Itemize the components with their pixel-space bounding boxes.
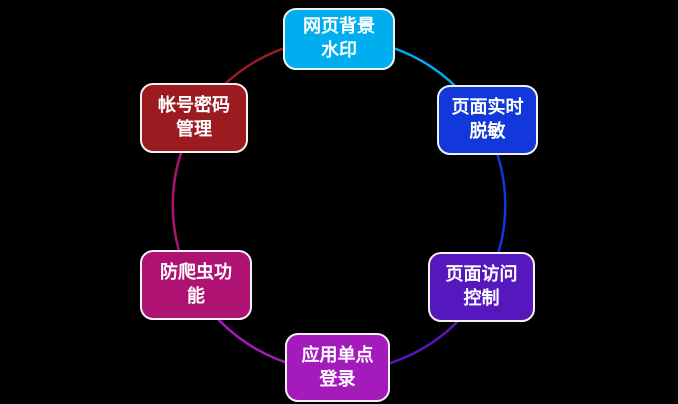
node-label-line: 防爬虫功 bbox=[160, 262, 232, 283]
node-label-line: 网页背景 bbox=[303, 16, 375, 37]
node-label-line: 能 bbox=[187, 286, 205, 307]
node-page-access-control: 页面访问 控制 bbox=[428, 252, 535, 322]
node-label-line: 脱敏 bbox=[469, 121, 506, 142]
node-label-line: 登录 bbox=[319, 368, 356, 390]
node-page-realtime-masking: 页面实时 脱敏 bbox=[437, 85, 538, 155]
node-label-line: 控制 bbox=[463, 288, 500, 309]
node-label-line: 应用单点 bbox=[301, 344, 374, 366]
node-label-line: 页面访问 bbox=[445, 264, 518, 285]
node-label-line: 水印 bbox=[321, 40, 357, 61]
node-label-line: 管理 bbox=[176, 119, 212, 140]
node-app-single-sign-on: 应用单点 登录 bbox=[285, 333, 390, 402]
node-account-password-mgmt: 帐号密码 管理 bbox=[140, 83, 248, 153]
node-label-line: 帐号密码 bbox=[158, 95, 230, 116]
node-label-line: 页面实时 bbox=[451, 97, 524, 118]
node-anti-crawler-function: 防爬虫功 能 bbox=[140, 250, 252, 320]
node-web-background-watermark: 网页背景 水印 bbox=[283, 8, 395, 70]
